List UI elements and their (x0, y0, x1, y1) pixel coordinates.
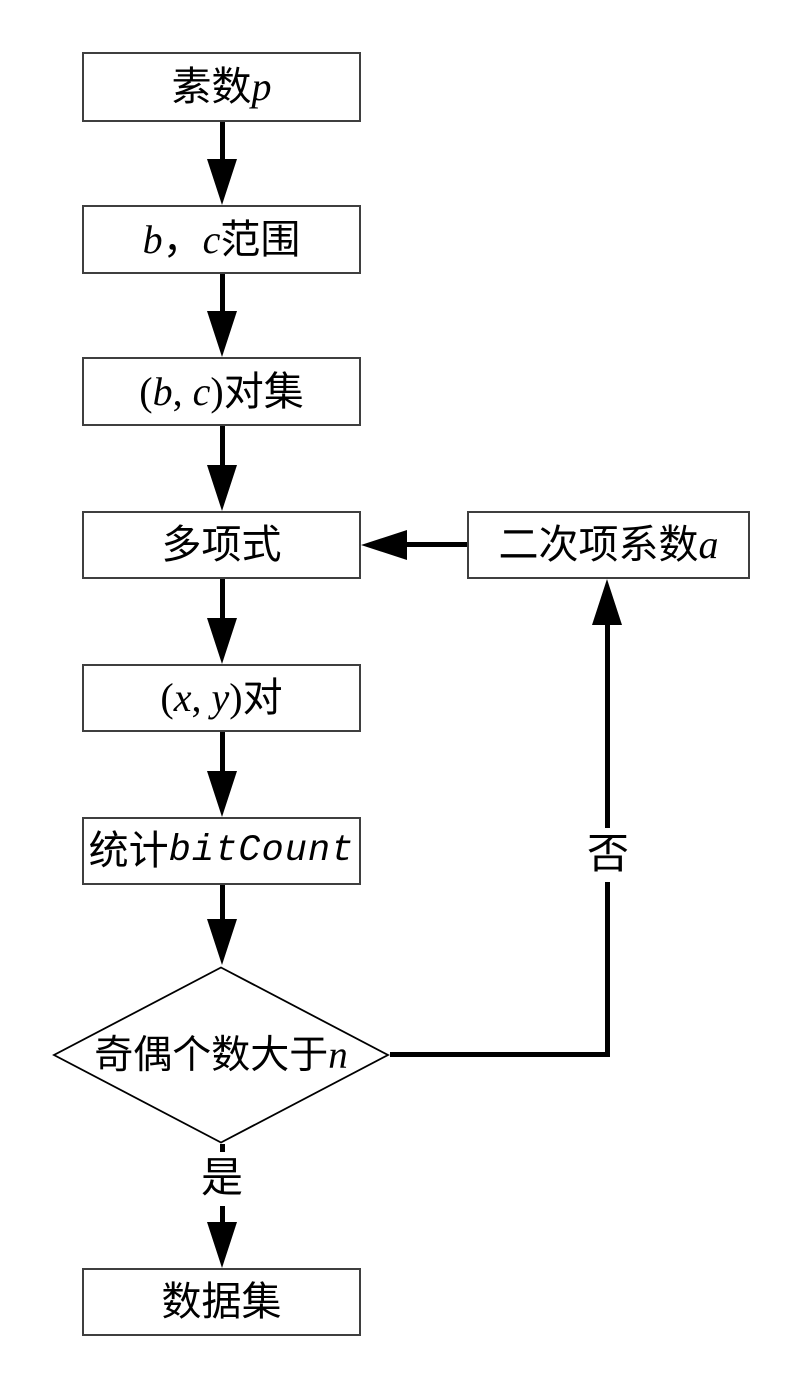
arrow-left-icon (361, 530, 407, 560)
connector-line (406, 542, 467, 547)
node-label: 统计 (88, 828, 169, 873)
arrow-down-icon (207, 771, 237, 817)
node-label: ， (162, 216, 203, 262)
arrow-down-icon (207, 919, 237, 965)
arrow-down-icon (207, 465, 237, 511)
node-label: ( (139, 368, 153, 414)
node-label: 数据集 (161, 1279, 282, 1324)
connector-line (220, 426, 225, 465)
connector-line (220, 885, 225, 919)
connector-line (220, 122, 225, 159)
arrow-down-icon (207, 618, 237, 664)
node-label: ( (160, 675, 174, 720)
variable-bitcount: bitCount (168, 829, 355, 872)
node-xy-pair: (x, y)对 (82, 664, 361, 732)
arrow-down-icon (207, 159, 237, 205)
node-dataset: 数据集 (82, 1268, 361, 1336)
node-label: , (172, 368, 193, 414)
node-label: )对 (229, 675, 283, 720)
variable-p: p (251, 64, 272, 109)
node-label: 二次项系数 (498, 522, 699, 567)
branch-label-no: 否 (585, 828, 631, 882)
decision-diamond (52, 966, 390, 1144)
node-polynomial: 多项式 (82, 511, 361, 579)
variable-c: c (192, 368, 211, 414)
node-label: 奇偶个数大于 (94, 1033, 329, 1077)
connector-line (220, 732, 225, 771)
node-label: )对集 (210, 368, 304, 414)
arrow-down-icon (207, 1222, 237, 1268)
arrow-down-icon (207, 311, 237, 357)
branch-label-yes: 是 (199, 1152, 245, 1206)
arrow-up-icon (592, 579, 622, 625)
connector-line (220, 579, 225, 618)
variable-n: n (328, 1033, 348, 1077)
variable-a: a (698, 522, 719, 567)
diamond-shape (52, 966, 390, 1144)
node-label: 范围 (220, 216, 301, 262)
variable-x: x (173, 675, 192, 720)
variable-b: b (152, 368, 173, 414)
variable-c: c (202, 216, 221, 262)
connector-line (220, 274, 225, 311)
connector-line (390, 1052, 610, 1057)
variable-y: y (211, 675, 230, 720)
node-label: , (191, 675, 212, 720)
node-label: 素数 (171, 64, 252, 109)
variable-b: b (142, 216, 163, 262)
node-bc-pair-set: (b, c)对集 (82, 357, 361, 426)
node-label: 多项式 (161, 522, 282, 567)
